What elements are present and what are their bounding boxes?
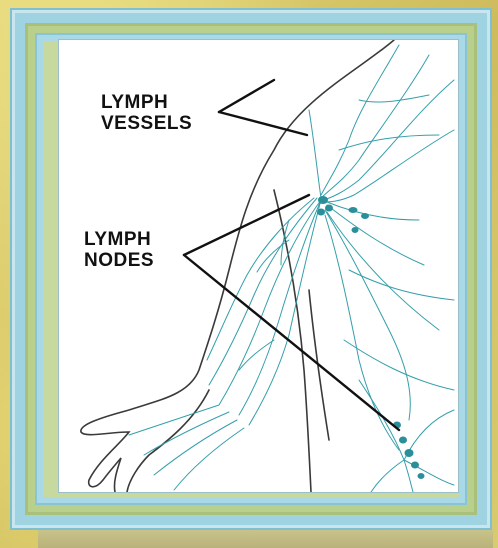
vessels-pointer — [219, 112, 307, 135]
inguinal-node — [418, 473, 425, 479]
inguinal-node — [399, 437, 407, 444]
vessels-label-line1: LYMPH — [101, 92, 192, 113]
nodes-pointer — [184, 195, 309, 255]
axillary-node — [318, 196, 328, 204]
axillary-node — [325, 205, 333, 212]
lymph-nodes-label: LYMPH NODES — [84, 229, 154, 271]
inguinal-node — [405, 449, 414, 457]
bottom-shadow-strip — [38, 530, 493, 548]
axillary-node — [349, 207, 358, 213]
inguinal-node — [411, 462, 419, 469]
nodes-label-line2: NODES — [84, 250, 154, 271]
lymph-vessels-label: LYMPH VESSELS — [101, 92, 192, 134]
vessels-label-line2: VESSELS — [101, 113, 192, 134]
nodes-label-line1: LYMPH — [84, 229, 154, 250]
axillary-node — [352, 227, 359, 233]
node-cluster — [317, 196, 425, 479]
lymphatic-illustration: LYMPH VESSELS LYMPH NODES — [59, 40, 458, 492]
axillary-node — [361, 213, 369, 219]
vessels-pointer — [219, 80, 274, 112]
label-pointers — [184, 80, 399, 430]
axillary-node — [317, 209, 325, 216]
